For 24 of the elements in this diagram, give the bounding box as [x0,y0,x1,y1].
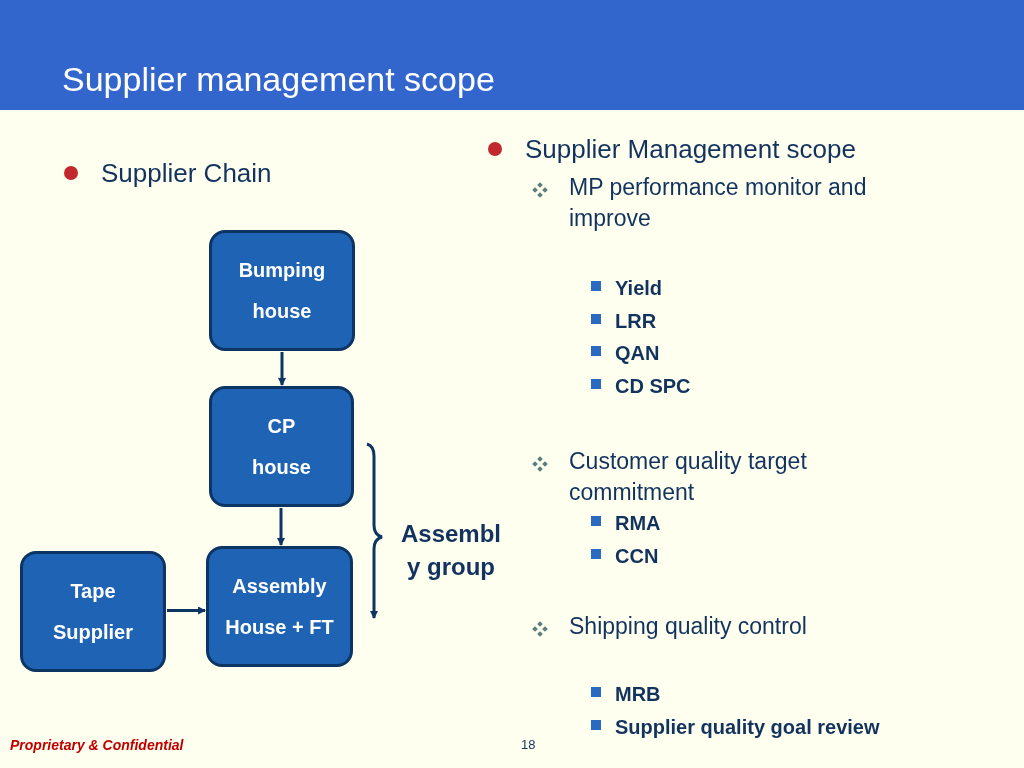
bullet-text: Customer quality target commitment [569,447,808,507]
group-label: Assembl y group [399,519,502,582]
process-box: Tape Supplier [20,551,166,672]
bullet-text: Supplier Chain [101,158,273,189]
bullet-text: Yield [615,277,664,300]
bullet-text: Shipping quality control [569,612,808,641]
bullet-text: MP performance monitor and improve [569,173,868,233]
bullet-text: Supplier Management scope [525,134,857,165]
bullet-text: RMA [615,512,662,535]
footer-text: Proprietary & Confidential [10,737,185,753]
arrow [277,508,285,546]
bullet-text: QAN [615,342,661,365]
bullet-text: LRR [615,310,658,333]
arrow [278,352,286,386]
bullet-text: CCN [615,545,660,568]
slide-title: Supplier management scope [62,60,495,99]
arrow [167,606,206,615]
page-number: 18 [521,737,537,752]
bullet-text: MRB [615,683,662,706]
process-box: Assembly House + FT [206,546,353,667]
bullet-text: CD SPC [615,375,692,398]
process-box: CP house [209,386,354,507]
bullet-text: Supplier quality goal review [615,716,881,739]
process-box: Bumping house [209,230,355,351]
